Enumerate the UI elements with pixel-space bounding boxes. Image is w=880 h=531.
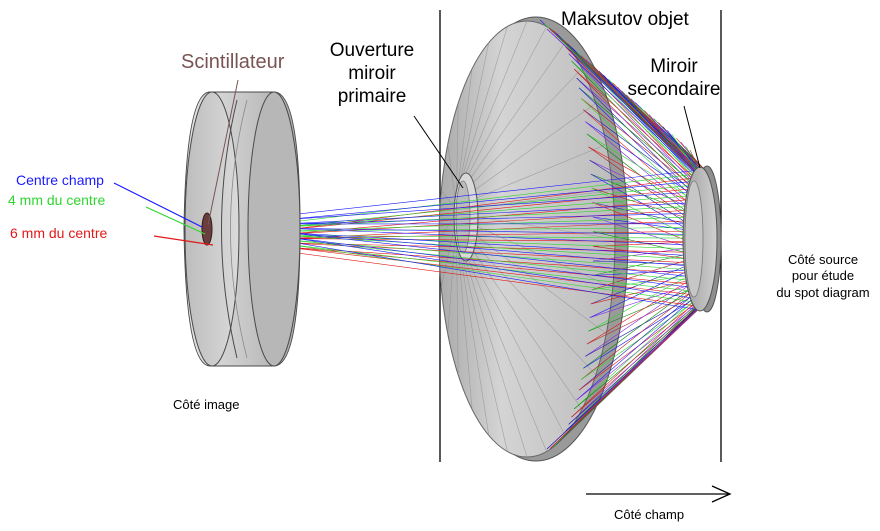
six-mm-label: 6 mm du centre	[10, 226, 107, 241]
scintillator-lens	[184, 92, 300, 366]
secondaire-line-1: Miroir	[618, 56, 730, 79]
miroir-secondaire-label: Miroir secondaire	[618, 56, 730, 102]
cote-source-line-3: du spot diagram	[770, 285, 876, 301]
ouverture-line-2: miroir	[316, 63, 428, 86]
scintillator-disc	[202, 213, 212, 245]
ouverture-line-3: primaire	[316, 86, 428, 109]
primary-mirror	[439, 17, 628, 461]
quatre-mm-label: 4 mm du centre	[8, 193, 105, 208]
cote-source-line-2: pour étude	[770, 268, 876, 284]
ouverture-line-1: Ouverture	[316, 40, 428, 63]
centre-champ-label: Centre champ	[16, 173, 104, 188]
secondaire-line-2: secondaire	[618, 79, 730, 102]
ouverture-label: Ouverture miroir primaire	[316, 40, 428, 108]
cote-image-label: Côté image	[173, 398, 239, 412]
direction-arrow	[586, 486, 730, 502]
cote-source-label: Côté source pour étude du spot diagram	[770, 252, 876, 301]
cote-champ-label: Côté champ	[614, 508, 684, 522]
maksutov-label: Maksutov objet	[561, 10, 689, 30]
secondary-mirror	[683, 166, 721, 312]
cote-source-line-1: Côté source	[770, 252, 876, 268]
scintillateur-label: Scintillateur	[181, 52, 284, 73]
